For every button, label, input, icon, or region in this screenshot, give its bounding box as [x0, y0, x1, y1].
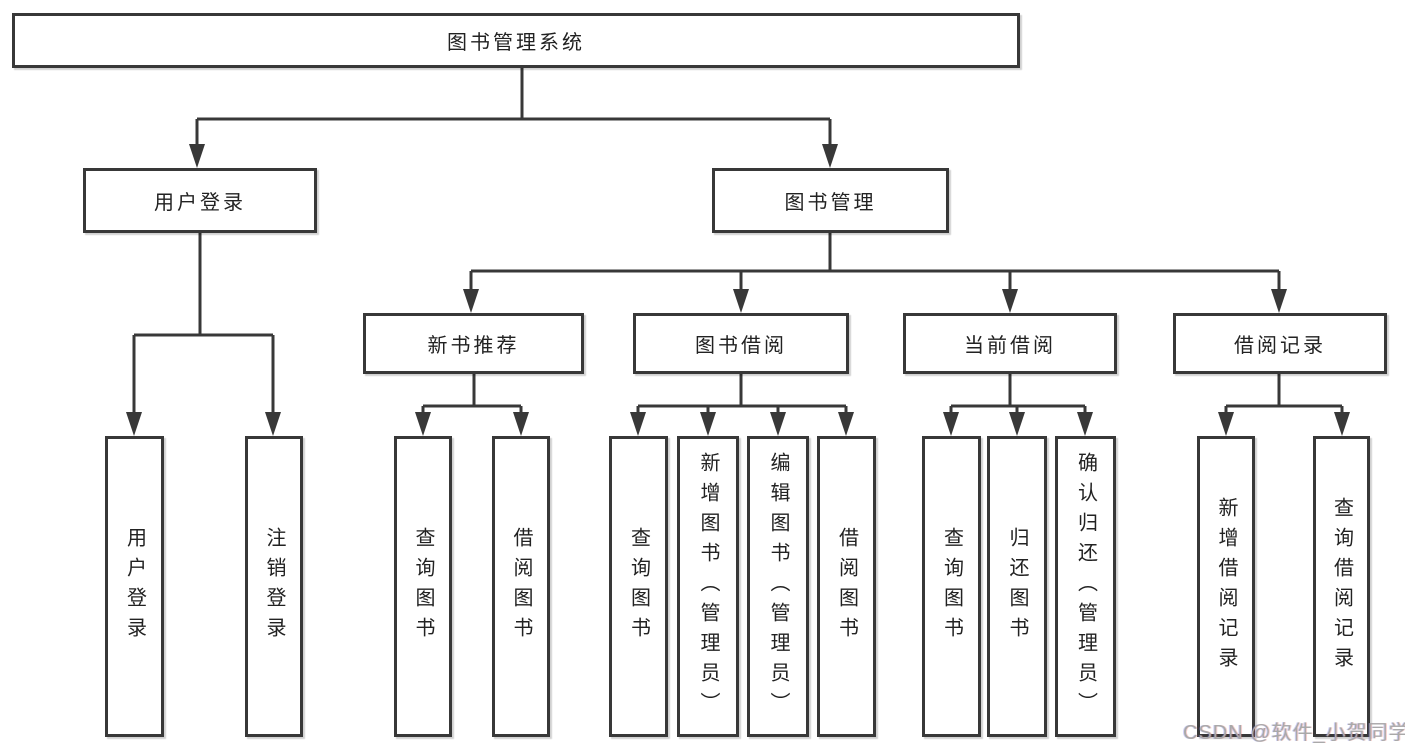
- node-new-book-recommend-label: 新书推荐: [427, 335, 520, 357]
- leaf-borrowing-edit-admin-label: 编辑图书（管理员）: [767, 451, 789, 722]
- leaf-borrowing-query: 查询图书: [609, 436, 668, 737]
- leaf-current-confirm-admin-label: 确认归还（管理员）: [1074, 451, 1097, 722]
- leaf-borrowing-add-admin: 新增图书（管理员）: [677, 436, 739, 737]
- leaf-current-confirm-admin: 确认归还（管理员）: [1055, 436, 1116, 737]
- leaf-newbook-borrow: 借阅图书: [492, 436, 550, 737]
- leaf-current-return: 归还图书: [987, 436, 1047, 737]
- node-book-management-label: 图书管理: [784, 192, 877, 214]
- node-book-management: 图书管理: [712, 168, 949, 233]
- leaf-borrowing-borrow: 借阅图书: [817, 436, 876, 737]
- leaf-logout-label: 注销登录: [263, 526, 285, 647]
- leaf-newbook-query-label: 查询图书: [412, 526, 434, 647]
- node-book-borrowing-label: 图书借阅: [695, 335, 787, 357]
- node-new-book-recommend: 新书推荐: [363, 313, 584, 374]
- leaf-newbook-query: 查询图书: [394, 436, 452, 737]
- node-current-borrowing: 当前借阅: [903, 313, 1117, 374]
- csdn-watermark: CSDN @软件_小贺同学: [1183, 722, 1405, 744]
- node-library-system: 图书管理系统: [12, 13, 1020, 68]
- leaf-records-add-label: 新增借阅记录: [1215, 496, 1237, 677]
- leaf-logout: 注销登录: [245, 436, 303, 737]
- leaf-borrowing-borrow-label: 借阅图书: [835, 526, 858, 647]
- node-borrow-records: 借阅记录: [1173, 313, 1387, 374]
- node-current-borrowing-label: 当前借阅: [964, 335, 1056, 357]
- node-borrow-records-label: 借阅记录: [1234, 335, 1326, 357]
- node-user-login-label: 用户登录: [154, 192, 246, 214]
- leaf-records-add: 新增借阅记录: [1197, 436, 1255, 737]
- leaf-current-query: 查询图书: [922, 436, 981, 737]
- leaf-current-return-label: 归还图书: [1006, 526, 1028, 647]
- arrowheads: [126, 144, 1350, 436]
- leaf-newbook-borrow-label: 借阅图书: [510, 526, 532, 647]
- leaf-current-query-label: 查询图书: [940, 526, 963, 647]
- leaf-borrowing-query-label: 查询图书: [627, 526, 650, 647]
- leaf-records-query-label: 查询借阅记录: [1330, 496, 1353, 677]
- leaf-records-query: 查询借阅记录: [1313, 436, 1370, 737]
- leaf-borrowing-edit-admin: 编辑图书（管理员）: [747, 436, 809, 737]
- node-book-borrowing: 图书借阅: [633, 313, 849, 374]
- node-user-login: 用户登录: [83, 168, 317, 233]
- leaf-borrowing-add-admin-label: 新增图书（管理员）: [697, 451, 719, 722]
- leaf-user-login: 用户登录: [105, 436, 164, 737]
- node-library-system-label: 图书管理系统: [447, 32, 585, 54]
- leaf-user-login-label: 用户登录: [123, 526, 146, 647]
